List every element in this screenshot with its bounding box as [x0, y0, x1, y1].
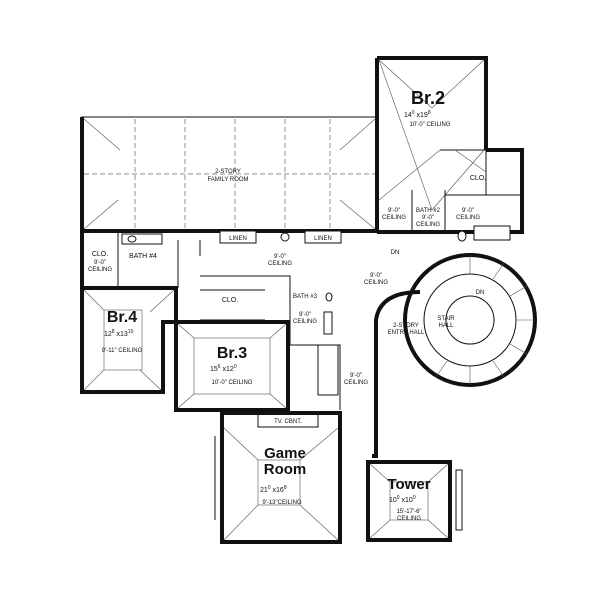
game-room-name-2: Room — [264, 461, 307, 478]
bathtub-3 — [317, 344, 339, 396]
hall-ceiling-2: CEILING — [268, 261, 292, 267]
bath-4-strip: CLO. 9'-0" CEILING BATH #4 — [80, 117, 377, 290]
right-wall — [372, 346, 378, 458]
closet-br4-ceiling-1: 9'-0" — [94, 260, 106, 266]
bath-2-area: CLO. BATH #2 9'-0" CEILING 9'-0" CEILING… — [377, 148, 524, 256]
bedroom-2-dims: 140 x198 — [404, 110, 431, 119]
game-room-name-1: Game — [264, 445, 306, 462]
family-room: 2-STORY FAMILY ROOM — [81, 116, 378, 232]
entry-label-1: 2-STORY — [393, 323, 419, 329]
family-room-label-2: FAMILY ROOM — [207, 177, 248, 183]
tower-dims: 100 x100 — [389, 495, 416, 504]
tower-room: Tower 100 x100 15'-17'-6" CEILING — [366, 460, 463, 542]
game-room-ceiling: 9'-13"CEILING — [262, 500, 302, 506]
center-ceiling-1: 9'-0" — [370, 273, 382, 279]
bedroom-3: Br.3 156 x120 10'-0" CEILING — [174, 320, 290, 412]
bedroom-4-ceiling: 9'-11" CEILING — [102, 348, 143, 354]
closet-br4-label: CLO. — [92, 251, 108, 258]
bedroom-3-dims: 156 x120 — [210, 364, 237, 373]
bath-3-ceiling-2: CEILING — [293, 319, 317, 325]
bath-3-label: BATH #3 — [293, 294, 318, 300]
ceiling-left-1: 9'-0" — [388, 208, 400, 214]
bedroom-2-name: Br.2 — [411, 88, 445, 108]
bath-3-ceiling-1: 9'-0" — [299, 312, 311, 318]
closet-br3-label: CLO. — [222, 297, 238, 304]
tower-name: Tower — [387, 476, 430, 493]
bath-2-ceiling-1: 9'-0" — [422, 215, 434, 221]
bath-3-area: CLO. BATH #3 9'-0" CEILING — [200, 275, 341, 410]
tower-ceiling-1: 15'-17'-6" — [396, 509, 421, 515]
right-ceiling-1: 9'-0" — [350, 373, 362, 379]
tv-cabinet-label: TV. CBNT. — [274, 419, 302, 425]
linen-closets: LINEN LINEN — [219, 230, 342, 244]
bedroom-4-dims: 128 x1310 — [104, 329, 134, 338]
bath-2-ceiling-2: CEILING — [416, 222, 440, 228]
game-room-dims: 210 x168 — [260, 485, 287, 494]
closet-br2-label: CLO. — [470, 175, 486, 182]
stair-label-1: STAIR — [437, 316, 455, 322]
bedroom-4: Br.4 128 x1310 9'-11" CEILING — [80, 288, 178, 394]
tower-ceiling-2: CEILING — [397, 516, 421, 522]
bathtub-2 — [473, 225, 511, 241]
toilet-2 — [457, 230, 467, 242]
bedroom-4-name: Br.4 — [107, 309, 137, 326]
bedroom-3-ceiling: 10'-0" CEILING — [212, 380, 253, 386]
linen-2-label: LINEN — [314, 236, 332, 242]
down-label-1: DN — [391, 250, 400, 256]
ceiling-right-2: CEILING — [456, 215, 480, 221]
ceiling-left-2: CEILING — [382, 215, 406, 221]
bedroom-2-ceiling: 10'-0" CEILING — [410, 122, 451, 128]
stair-hall: DN STAIR HALL — [374, 253, 537, 387]
hall-ceiling-1: 9'-0" — [274, 254, 286, 260]
center-ceiling-2: CEILING — [364, 280, 388, 286]
game-room: TV. CBNT. Game Room 210 x168 9'-13"CEILI… — [214, 411, 342, 544]
bedroom-2: Br.2 140 x198 10'-0" CEILING — [375, 56, 488, 232]
bath-4-label: BATH #4 — [129, 253, 157, 260]
ceiling-right-1: 9'-0" — [462, 208, 474, 214]
stair-label-2: HALL — [438, 323, 454, 329]
closet-br4-ceiling-2: CEILING — [88, 267, 112, 273]
stair-down-label: DN — [476, 290, 485, 296]
right-ceiling-2: CEILING — [344, 380, 368, 386]
linen-1-label: LINEN — [229, 236, 247, 242]
bath-2-label: BATH #2 — [416, 208, 441, 214]
bedroom-3-name: Br.3 — [217, 345, 247, 362]
entry-label-2: ENTRY HALL — [388, 330, 425, 336]
family-room-label-1: 2-STORY — [215, 169, 241, 175]
